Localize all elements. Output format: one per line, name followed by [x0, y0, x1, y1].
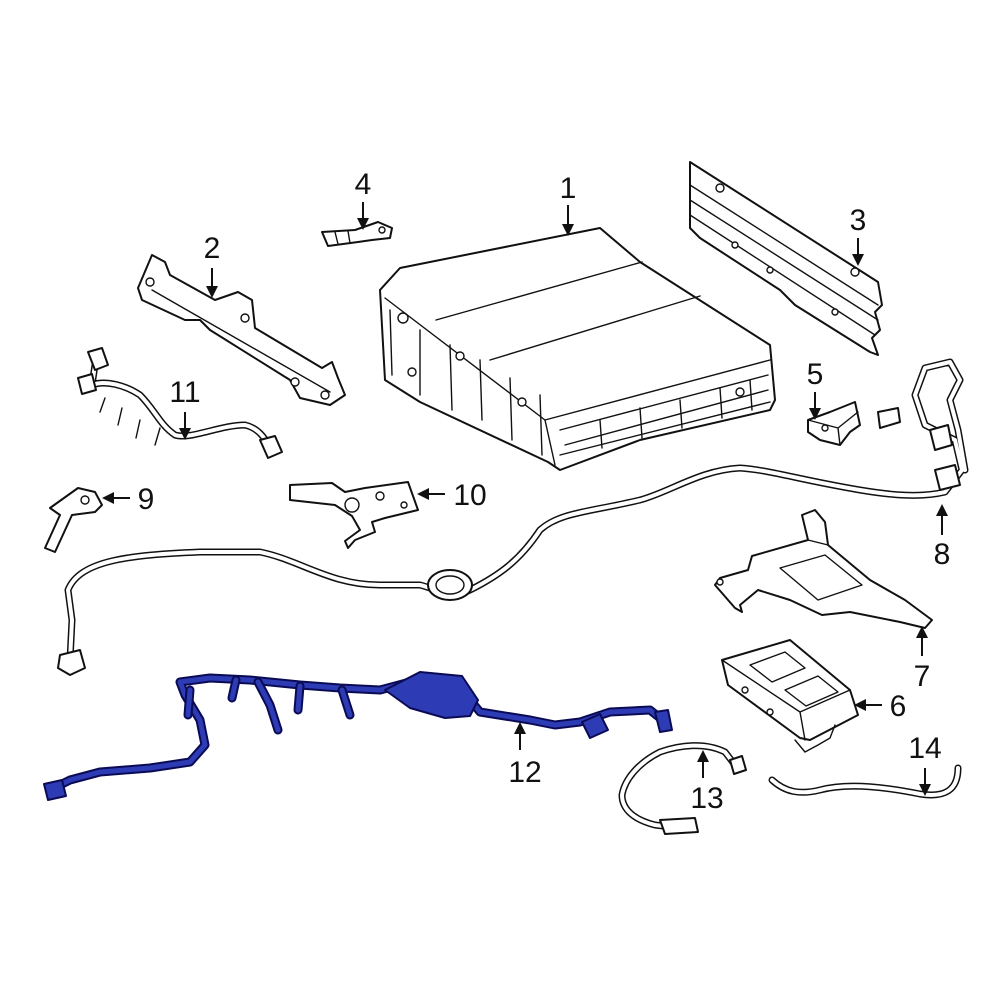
callout-11: 11: [169, 376, 201, 440]
callout-5-label: 5: [807, 358, 824, 391]
callout-2-label: 2: [204, 232, 221, 265]
callout-14: 14: [908, 732, 942, 796]
callout-9: 9: [102, 483, 154, 516]
callout-3: 3: [850, 204, 867, 266]
part-13-sensor-cable[interactable]: [618, 742, 747, 835]
part-9-sensor[interactable]: [44, 487, 103, 553]
callout-1: 1: [560, 172, 577, 236]
callout-6-label: 6: [890, 690, 907, 723]
part-10-bracket[interactable]: [289, 481, 419, 549]
callout-8: 8: [934, 504, 951, 571]
part-5-bracket[interactable]: [807, 401, 861, 446]
part-3-rail[interactable]: [689, 161, 883, 356]
callout-7-label: 7: [914, 660, 931, 693]
callout-1-label: 1: [560, 172, 577, 205]
part-8-wire-harness[interactable]: [57, 358, 969, 676]
part-6-control-module[interactable]: [721, 639, 859, 753]
part-11-sensor-wire[interactable]: [77, 347, 283, 459]
callout-2: 2: [204, 232, 221, 298]
callout-6: 6: [854, 690, 906, 723]
callout-5: 5: [807, 358, 824, 420]
part-4-clip[interactable]: [321, 221, 393, 247]
callout-4: 4: [355, 168, 372, 230]
callout-12: 12: [508, 722, 542, 789]
callout-13: 13: [690, 750, 724, 815]
part-7-mounting-plate[interactable]: [714, 509, 933, 629]
callout-12-label: 12: [508, 756, 541, 789]
callout-8-label: 8: [934, 538, 951, 571]
callout-3-label: 3: [850, 204, 867, 237]
callout-10-label: 10: [453, 479, 486, 512]
part-2-bracket[interactable]: [137, 254, 346, 406]
part-14-hose[interactable]: [768, 764, 962, 799]
part-1-battery-pack[interactable]: [379, 227, 776, 471]
callout-7: 7: [914, 626, 931, 693]
callout-11-label: 11: [169, 376, 200, 409]
callout-10: 10: [417, 479, 487, 512]
callout-13-label: 13: [690, 782, 723, 815]
callout-4-label: 4: [355, 168, 372, 201]
callout-14-label: 14: [908, 732, 941, 765]
callout-9-label: 9: [138, 483, 155, 516]
part-12-wire-harness-highlighted[interactable]: [43, 671, 673, 801]
